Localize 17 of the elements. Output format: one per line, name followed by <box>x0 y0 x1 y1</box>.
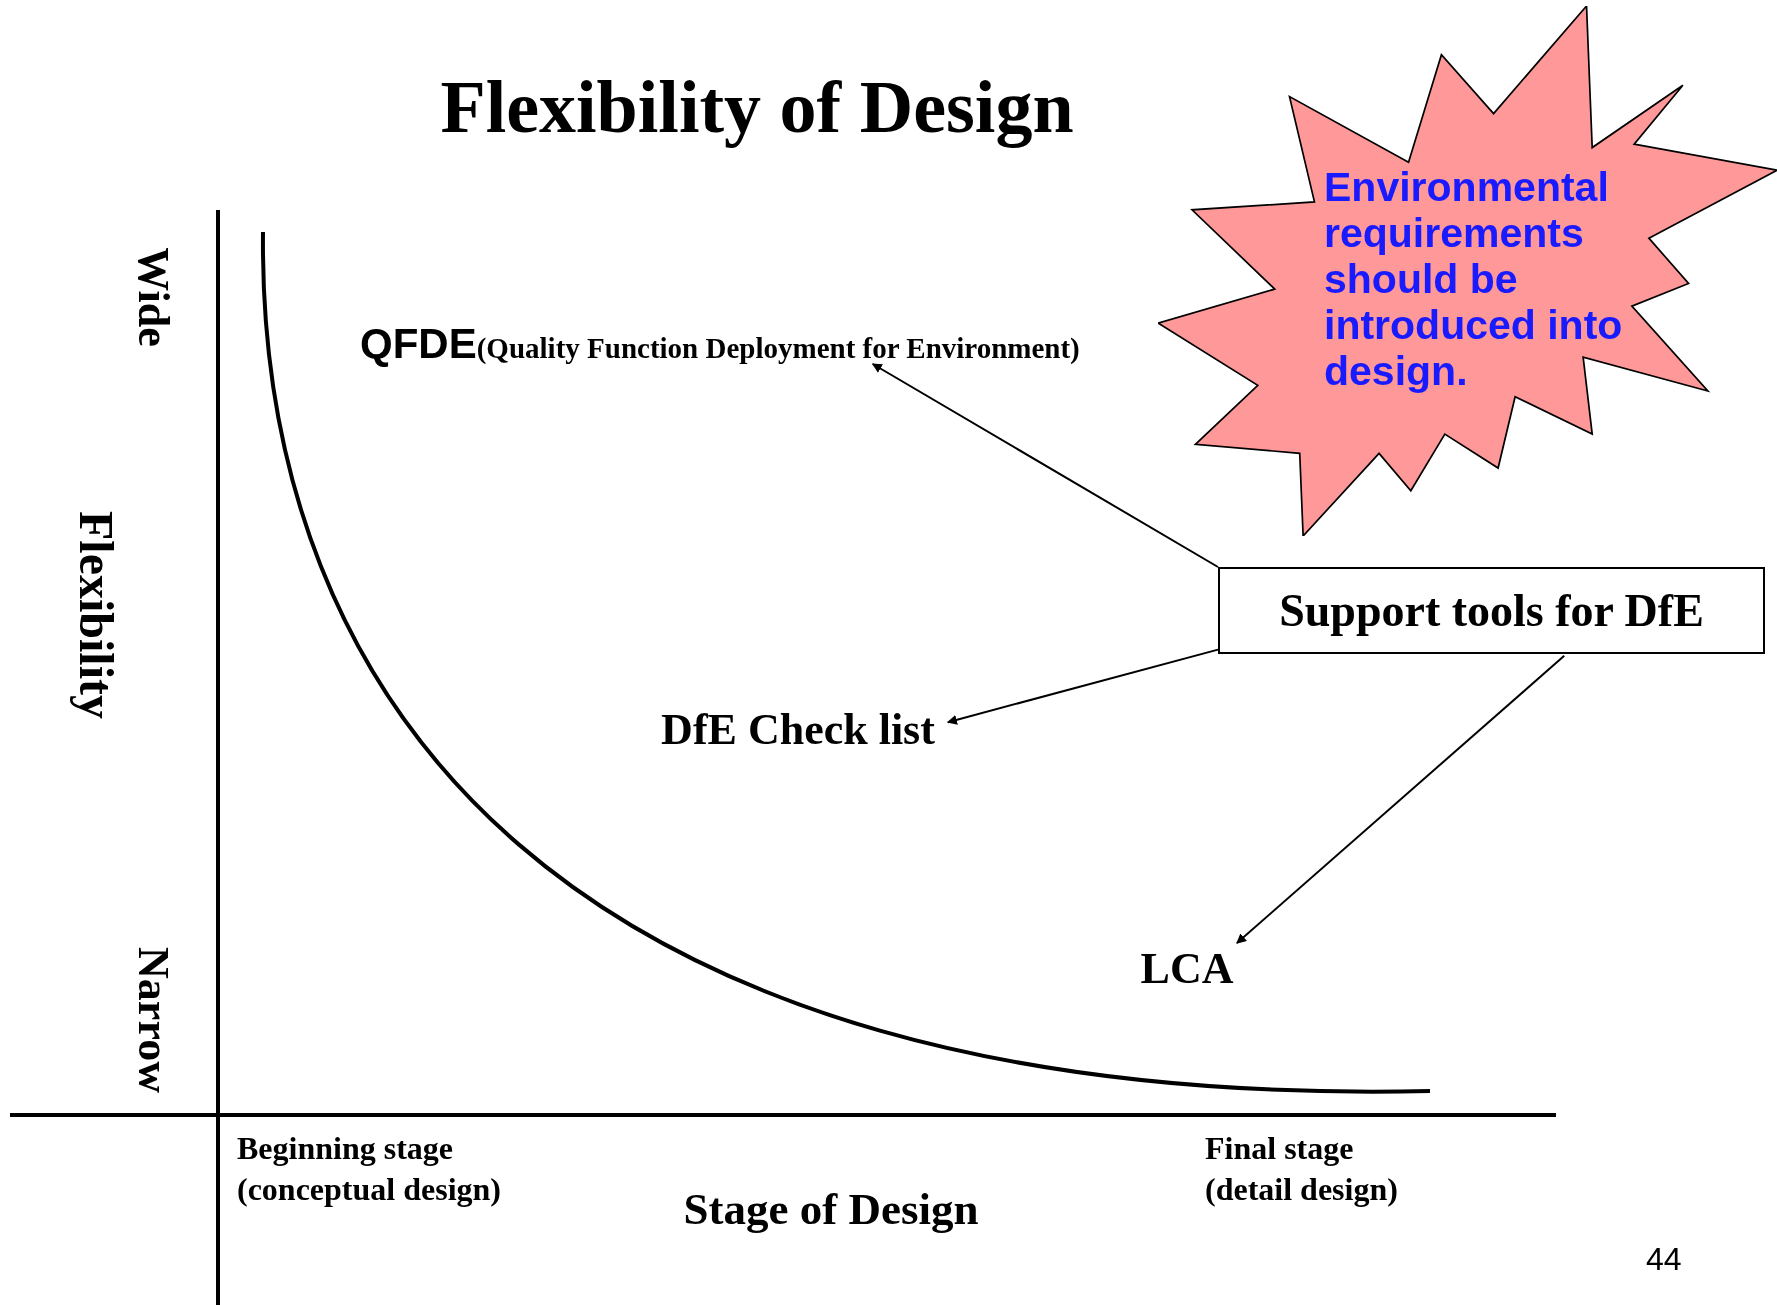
acronym-text: QFDE <box>360 319 477 369</box>
axis-label: Narrow <box>128 947 179 1093</box>
arrow <box>1235 654 1566 945</box>
arrow <box>871 363 1219 568</box>
axis-title: Stage of Design <box>683 1183 979 1236</box>
arrow <box>946 648 1219 725</box>
axis-label: Final stage (detail design) <box>1205 1129 1399 1209</box>
axis-label: Beginning stage (conceptual design) <box>237 1129 502 1209</box>
title: Flexibility of Design <box>440 65 1074 150</box>
axis-label: Wide <box>128 247 179 347</box>
tool-label: DfE Check list <box>646 702 950 758</box>
starburst-text: Environmental requirements should be introduced into design. <box>1324 164 1624 394</box>
tool-label: LCA <box>1135 942 1239 996</box>
axis-title: Flexibility <box>69 511 124 719</box>
tools-box: Support tools for DfE <box>1218 567 1765 654</box>
acronym-expansion: (Quality Function Deployment for Environment) <box>476 331 1080 366</box>
page-number: 44 <box>1646 1240 1682 1279</box>
